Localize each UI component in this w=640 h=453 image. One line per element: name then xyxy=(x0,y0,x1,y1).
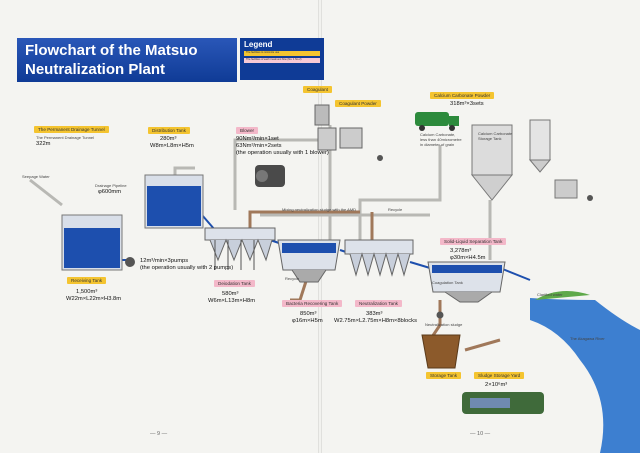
pipeline-label: Drainage Pipeline xyxy=(95,183,127,188)
sludge-storage-tank xyxy=(421,334,461,369)
caco3-storage-2: Storage Tank xyxy=(478,136,502,141)
distribution-tank xyxy=(144,174,204,229)
neutralization-tank xyxy=(344,239,414,277)
river xyxy=(530,291,640,453)
caco3-note-3: in diameter of grain xyxy=(420,142,455,147)
receiving-tank xyxy=(61,214,123,271)
pumps-spec-1: 12m³/min×3pumps xyxy=(140,258,189,264)
seepage-inflow-pipe xyxy=(29,178,63,207)
receiving-spec-2: W22m×L22m×H3.8m xyxy=(66,296,122,302)
blower-spec-2: 63Nm³/min×2sets xyxy=(236,143,282,149)
sludge-yard-tag: Sludge Storage Yard xyxy=(474,372,525,379)
deiodation-tank-tag: Deiodation Tank xyxy=(214,280,255,287)
storage-outflow-pipe xyxy=(464,338,501,352)
legend-title: Legend xyxy=(244,40,273,49)
seepage-label: Seepage Water xyxy=(22,174,50,179)
mixing-label: Mixing neutralization sludge with the AM… xyxy=(282,207,357,212)
neutralization-spec-2: W2.75m×L2.75m×H8m×8blocks xyxy=(334,318,417,324)
blower-tag: Blower xyxy=(236,127,259,134)
clarified-out xyxy=(499,267,531,281)
pump-1 xyxy=(125,257,135,267)
title-line-2: Neutralization Plant xyxy=(25,61,166,78)
legend-item-pink: The facilities of each treatment flow (N… xyxy=(244,58,320,63)
receiving-tank-tag: Receiving Tank xyxy=(67,277,107,284)
mixing-sludge-pipe xyxy=(248,210,360,230)
title-line-1: Flowchart of the Matsuo xyxy=(25,42,198,59)
distribution-spec-2: W8m×L8m×H5m xyxy=(150,143,194,149)
air-pipe xyxy=(233,138,330,210)
truck-icon xyxy=(415,112,459,131)
receiving-spec-1: 1,500m³ xyxy=(76,289,98,295)
blower-spec-3: (the operation usually with 1 blower) xyxy=(236,150,329,156)
caco3-line xyxy=(358,145,442,240)
book-spine xyxy=(318,0,322,453)
neutralization-spec-1: 383m³ xyxy=(366,311,383,317)
pumps-spec-2: (the operation usually with 2 pumps) xyxy=(140,265,234,271)
recycle-label-2: Recycle xyxy=(285,276,300,281)
distribution-spec-1: 280m³ xyxy=(160,136,177,142)
coagulant-equipment xyxy=(314,104,383,161)
separation-tank-tag: Solid-Liquid Separation Tank xyxy=(440,238,507,245)
storage-tank-tag: Storage Tank xyxy=(426,372,461,379)
caco3-tag: Calcium Carbonate Powder xyxy=(430,92,495,99)
blower xyxy=(255,165,285,187)
legend: Legend The facilities to minimize use Th… xyxy=(240,38,324,80)
separation-spec-1: 3,278m³ xyxy=(450,248,472,254)
clarified-water-label: Clarified water xyxy=(537,292,563,297)
bacteria-spec-2: φ16m×H5m xyxy=(292,318,323,324)
caco3-note-2: less than 40micrometre xyxy=(420,137,462,142)
caco3-silo xyxy=(470,119,593,201)
river-label: The Akagawa River xyxy=(570,336,605,341)
coagulant-powder-tag: Coagulant Powder xyxy=(335,100,381,107)
coagulant-tag: Coagulant xyxy=(303,86,332,93)
caco3-note-1: Calcium Carbonate, xyxy=(420,132,456,137)
tunnel-sub: The Permanent Drainage Tunnel xyxy=(36,135,95,140)
bacteria-recovering-tank xyxy=(277,239,341,283)
legend-item-yellow: The facilities to minimize use xyxy=(244,51,320,56)
caco3-storage-1: Calcium Carbonate xyxy=(478,131,513,136)
distribution-tank-tag: Distribution Tank xyxy=(148,127,190,134)
blower-spec-1: 90Nm³/min×1set xyxy=(236,136,279,142)
bacteria-spec-1: 850m³ xyxy=(300,311,317,317)
page-title: Flowchart of the Matsuo Neutralization P… xyxy=(17,38,237,82)
recycle-label-1: Recycle xyxy=(388,207,403,212)
page-number-right: — 10 — xyxy=(470,431,491,437)
separation-spec-2: φ30m×H4.5m xyxy=(450,255,486,261)
deiodation-tank xyxy=(204,227,276,270)
page-number-left: — 9 — xyxy=(150,431,168,437)
bacteria-tank-tag: Bacteria Recovering Tank xyxy=(282,300,343,307)
to-separation xyxy=(409,261,431,269)
pipeline-diameter: φ600mm xyxy=(98,189,122,195)
tunnel-length: 322m xyxy=(36,141,51,147)
caco3-spec: 318m³×3sets xyxy=(450,101,484,107)
sludge-yard-spec: 2×10⁶m³ xyxy=(485,382,508,388)
neutralization-sludge-label: Neutralization sludge xyxy=(425,322,463,327)
sludge-to-storage-pipe xyxy=(428,300,442,341)
neutralization-tank-tag: Neutralization Tank xyxy=(355,300,402,307)
deiodation-spec-1: 580m³ xyxy=(222,291,239,297)
tunnel-tag: The Permanent Drainage Tunnel xyxy=(34,126,109,133)
coagulation-tank-label: Coagulation Tank xyxy=(432,280,463,285)
sludge-storage-yard-image xyxy=(462,392,544,414)
separation-tank xyxy=(427,261,506,319)
deiodation-spec-2: W6m×L13m×H8m xyxy=(208,298,256,304)
